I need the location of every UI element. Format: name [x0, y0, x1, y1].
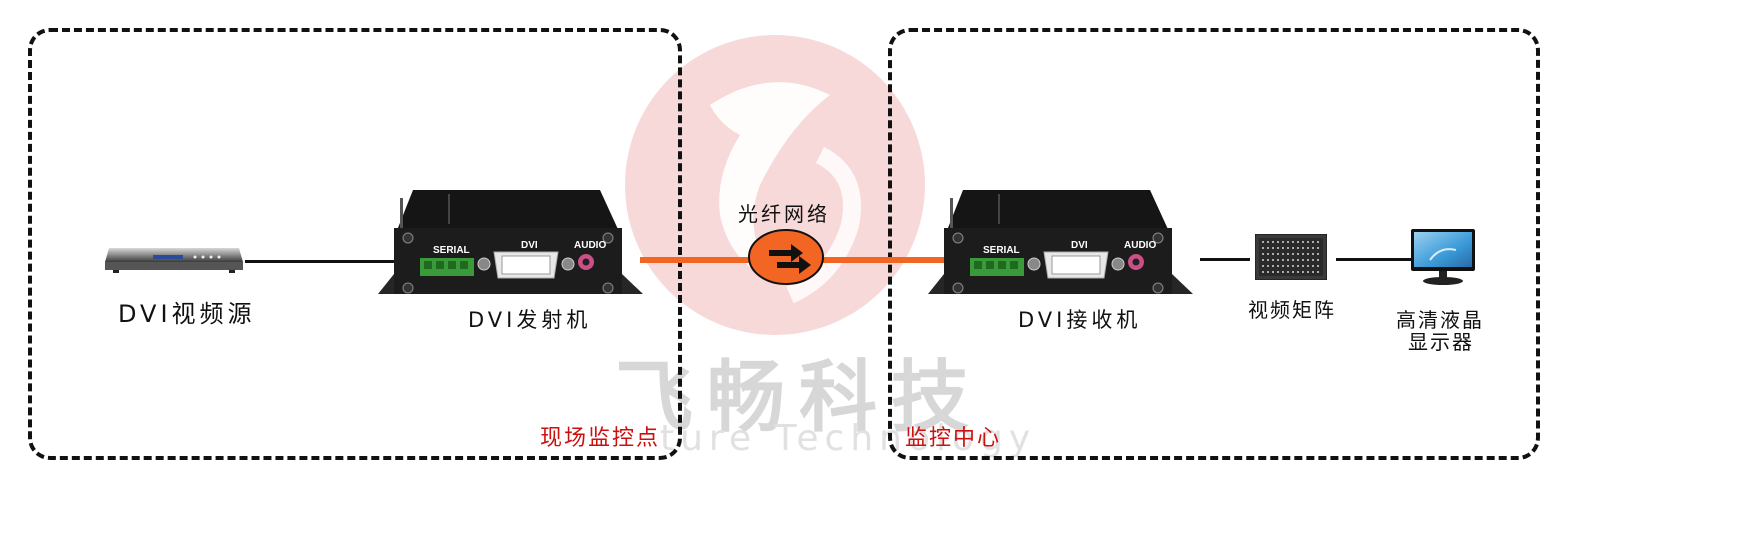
lcd-display-label-line2: 显示器: [1408, 330, 1474, 354]
receiver-audio-label: AUDIO: [1124, 240, 1156, 251]
video-matrix-icon: [1255, 234, 1327, 280]
fiber-network-label: 光纤网络: [738, 202, 830, 226]
field-site-zone: [28, 28, 682, 460]
transmitter-audio-label: AUDIO: [574, 240, 606, 251]
dvi-transmitter-device: SERIAL DVI AUDIO: [378, 190, 643, 294]
transmitter-dvi-label: DVI: [521, 240, 538, 251]
transmitter-serial-label: SERIAL: [433, 245, 470, 256]
receiver-label: DVI接收机: [1018, 308, 1142, 332]
receiver-to-matrix-cable: [1200, 258, 1250, 261]
lcd-display-label-line1: 高清液晶: [1396, 308, 1484, 332]
matrix-to-display-cable: [1336, 258, 1412, 261]
control-center-zone: [888, 28, 1540, 460]
transmitter-label: DVI发射机: [468, 308, 592, 332]
fiber-link-right: [822, 257, 950, 263]
dvi-source-label: DVI视频源: [118, 300, 256, 328]
lcd-display-icon: [1411, 229, 1475, 285]
receiver-dvi-label: DVI: [1071, 240, 1088, 251]
fiber-link-left: [640, 257, 752, 263]
dvi-source-player-icon: [105, 248, 243, 273]
field-site-label: 现场监控点: [540, 426, 661, 451]
dvi-receiver-device: SERIAL DVI AUDIO: [928, 190, 1193, 294]
video-matrix-label: 视频矩阵: [1248, 298, 1336, 322]
watermark-slogan-text: ture Technology: [660, 418, 1037, 459]
watermark-company-text: 飞畅科技: [615, 353, 984, 443]
control-center-label: 监控中心: [905, 426, 1002, 451]
fiber-network-switch-icon: [748, 229, 824, 285]
receiver-serial-label: SERIAL: [983, 245, 1020, 256]
source-to-transmitter-cable: [245, 260, 395, 263]
